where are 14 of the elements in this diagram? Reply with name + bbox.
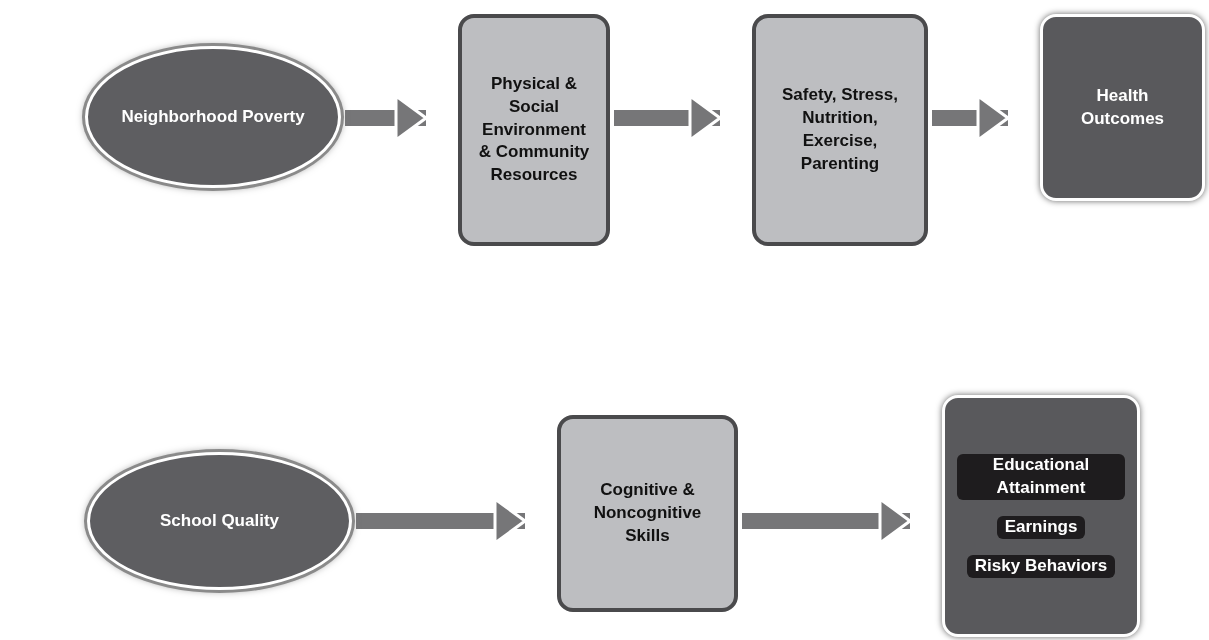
- node-label: Safety, Stress, Nutrition, Exercise, Parenting: [781, 84, 899, 175]
- node-label: Cognitive & Noncognitive Skills: [592, 479, 703, 547]
- node-label: Earnings: [996, 516, 1086, 539]
- node-label: Physical & Social Environment & Community Resources: [477, 72, 591, 187]
- process-box: [752, 14, 928, 246]
- process-box: [557, 415, 738, 612]
- node-label: School Quality: [160, 509, 279, 532]
- outcome-box: [942, 395, 1140, 637]
- node-label: Educational Attainment: [957, 454, 1125, 500]
- outcome-box: [1040, 14, 1205, 201]
- node-label: Health Outcomes: [1079, 84, 1166, 130]
- node-label: Risky Behaviors: [966, 554, 1116, 578]
- process-box: [458, 14, 610, 246]
- node-label: Neighborhood Poverty: [121, 105, 305, 128]
